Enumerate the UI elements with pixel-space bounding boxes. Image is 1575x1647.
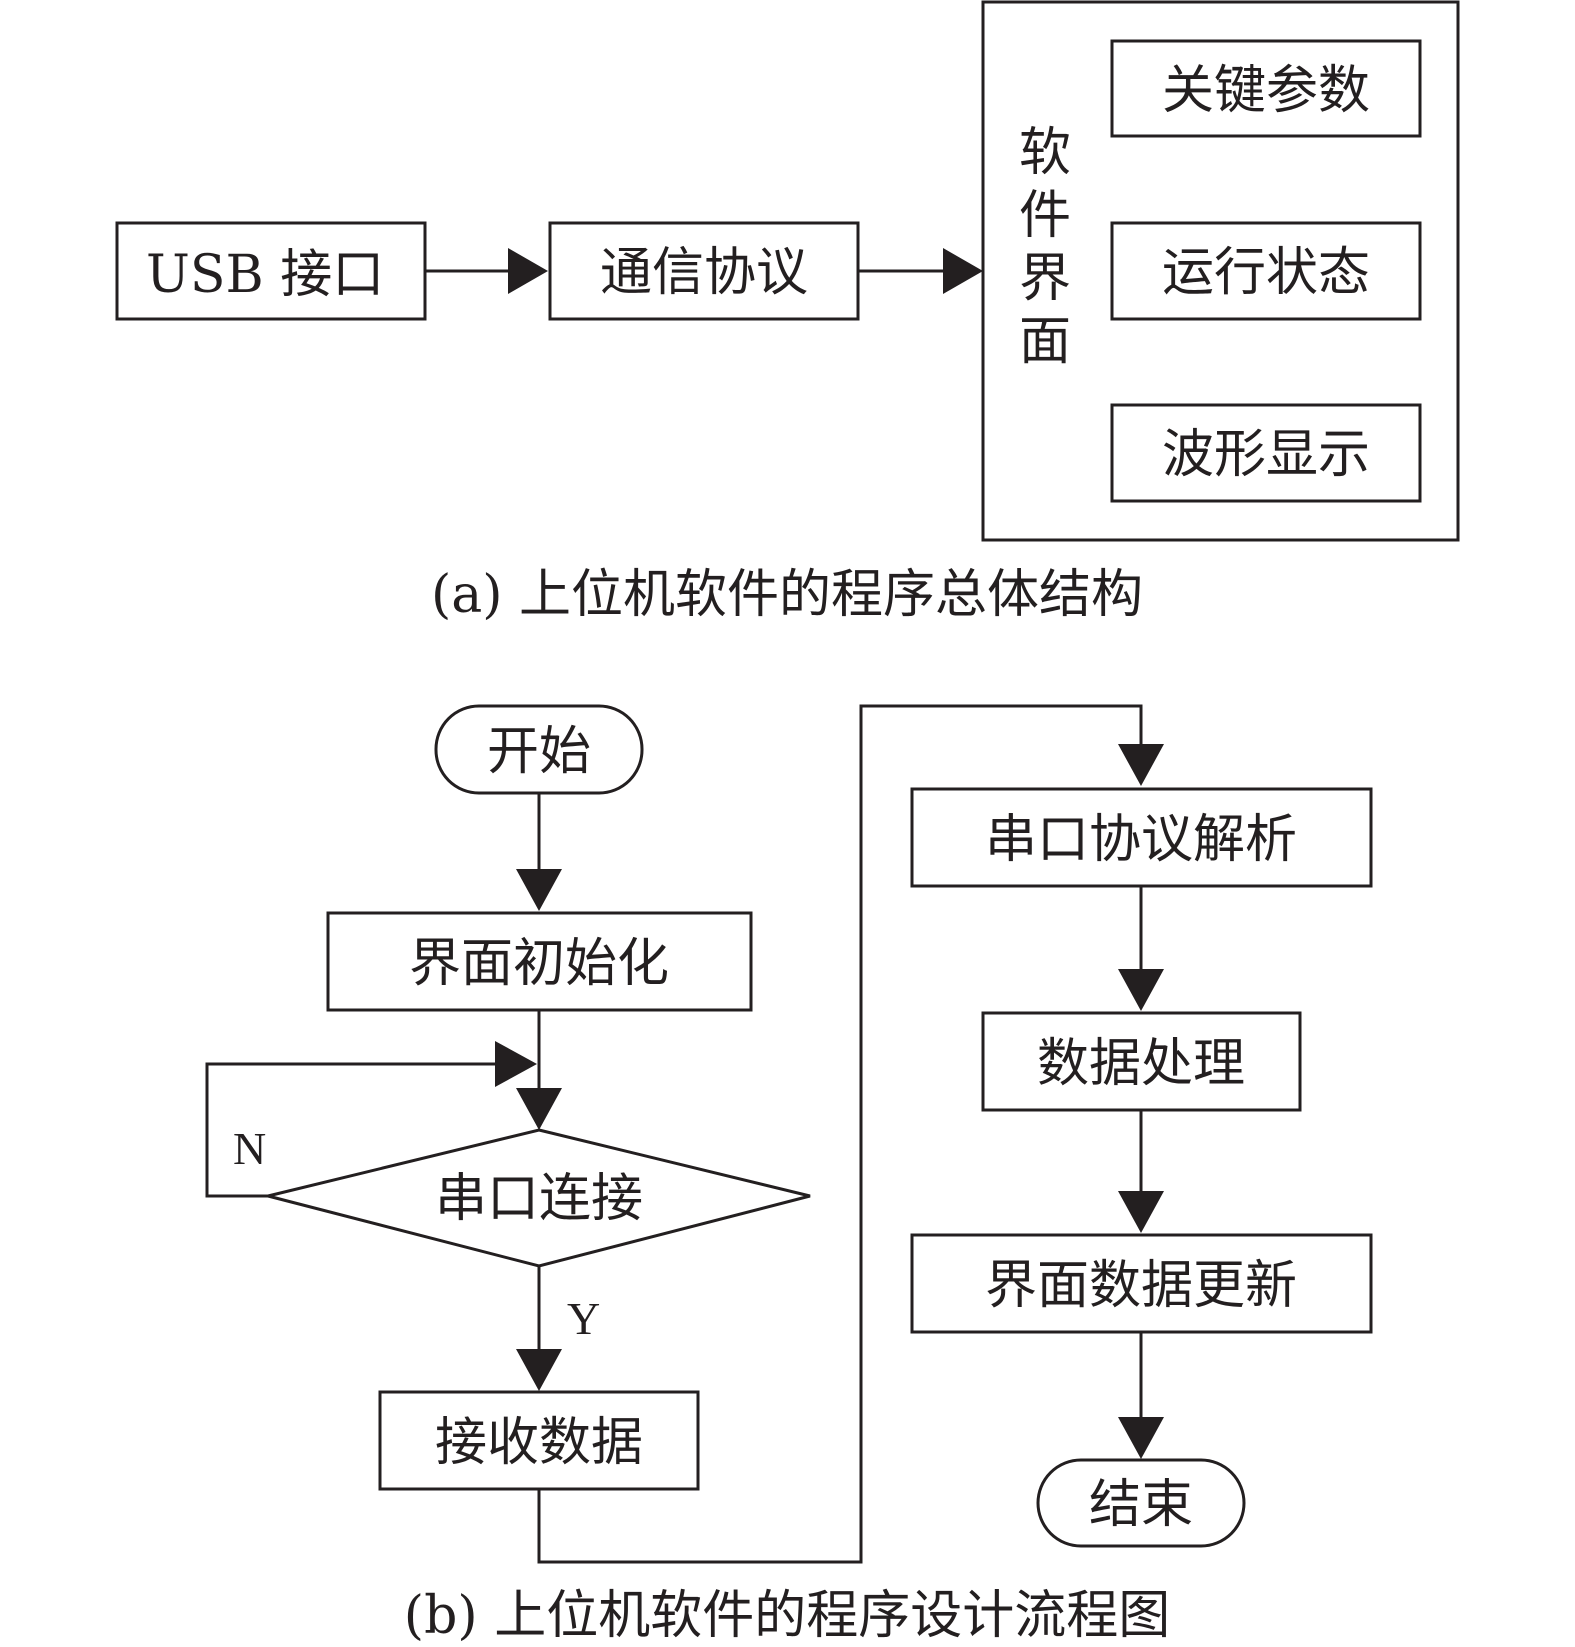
arrowhead-process-to-update [1118,1191,1164,1233]
serial-parse-label: 串口协议解析 [985,810,1297,870]
key-params-label: 关键参数 [1162,61,1370,121]
arrowhead-connector-to-parse [1118,744,1164,786]
ui-init-label: 界面初始化 [409,934,669,994]
ui-init-box [326,911,753,1012]
caption-b: (b) 上位机软件的程序设计流程图 [404,1586,1170,1646]
ui-update-box [910,1233,1373,1334]
protocol-label: 通信协议 [600,243,808,303]
start-label: 开始 [487,722,591,782]
end-label: 结束 [1089,1475,1193,1535]
arrowhead-update-to-end [1118,1417,1164,1459]
run-status-box [1110,221,1422,321]
no-label: N [233,1123,266,1174]
data-process-label: 数据处理 [1037,1034,1245,1094]
ui-update-label: 界面数据更新 [985,1256,1297,1316]
software-ui-char-4: 面 [1019,312,1071,372]
key-params-box [1110,39,1422,138]
serial-parse-box [910,787,1373,888]
arrowhead-decision-to-receive [516,1349,562,1391]
waveform-box [1110,403,1422,503]
software-ui-char-3: 界 [1019,249,1071,309]
serial-connect-label: 串口连接 [435,1169,643,1229]
arrowhead-init-to-decision [516,1088,562,1130]
panel-a: USB 接口 通信协议 软 件 界 面 关键参数 运行状态 波形显示 (a) 上… [115,0,1460,625]
arrowhead-parse-to-process [1118,969,1164,1011]
panel-b: 开始 界面初始化 N 串口连接 Y 接收数据 串口协议解析 [205,704,1373,1646]
waveform-label: 波形显示 [1162,425,1370,485]
protocol-box [548,221,860,321]
arrowhead-loop-no [495,1041,537,1087]
end-terminal [1036,1458,1246,1548]
usb-interface-box [115,221,427,321]
arrowhead-usb-to-protocol [508,248,548,294]
run-status-label: 运行状态 [1162,243,1370,303]
connector-receive-to-parse [537,704,1143,1564]
receive-data-label: 接收数据 [435,1413,643,1473]
usb-interface-label: USB 接口 [146,245,384,305]
caption-a: (a) 上位机软件的程序总体结构 [431,565,1143,625]
arrowhead-protocol-to-ui [943,248,983,294]
yes-label: Y [567,1293,600,1344]
arrowhead-start-to-init [516,869,562,911]
receive-data-box [378,1390,700,1491]
software-ui-char-1: 软 [1019,123,1071,183]
software-ui-char-2: 件 [1019,186,1071,246]
loop-no-path [205,1062,500,1198]
